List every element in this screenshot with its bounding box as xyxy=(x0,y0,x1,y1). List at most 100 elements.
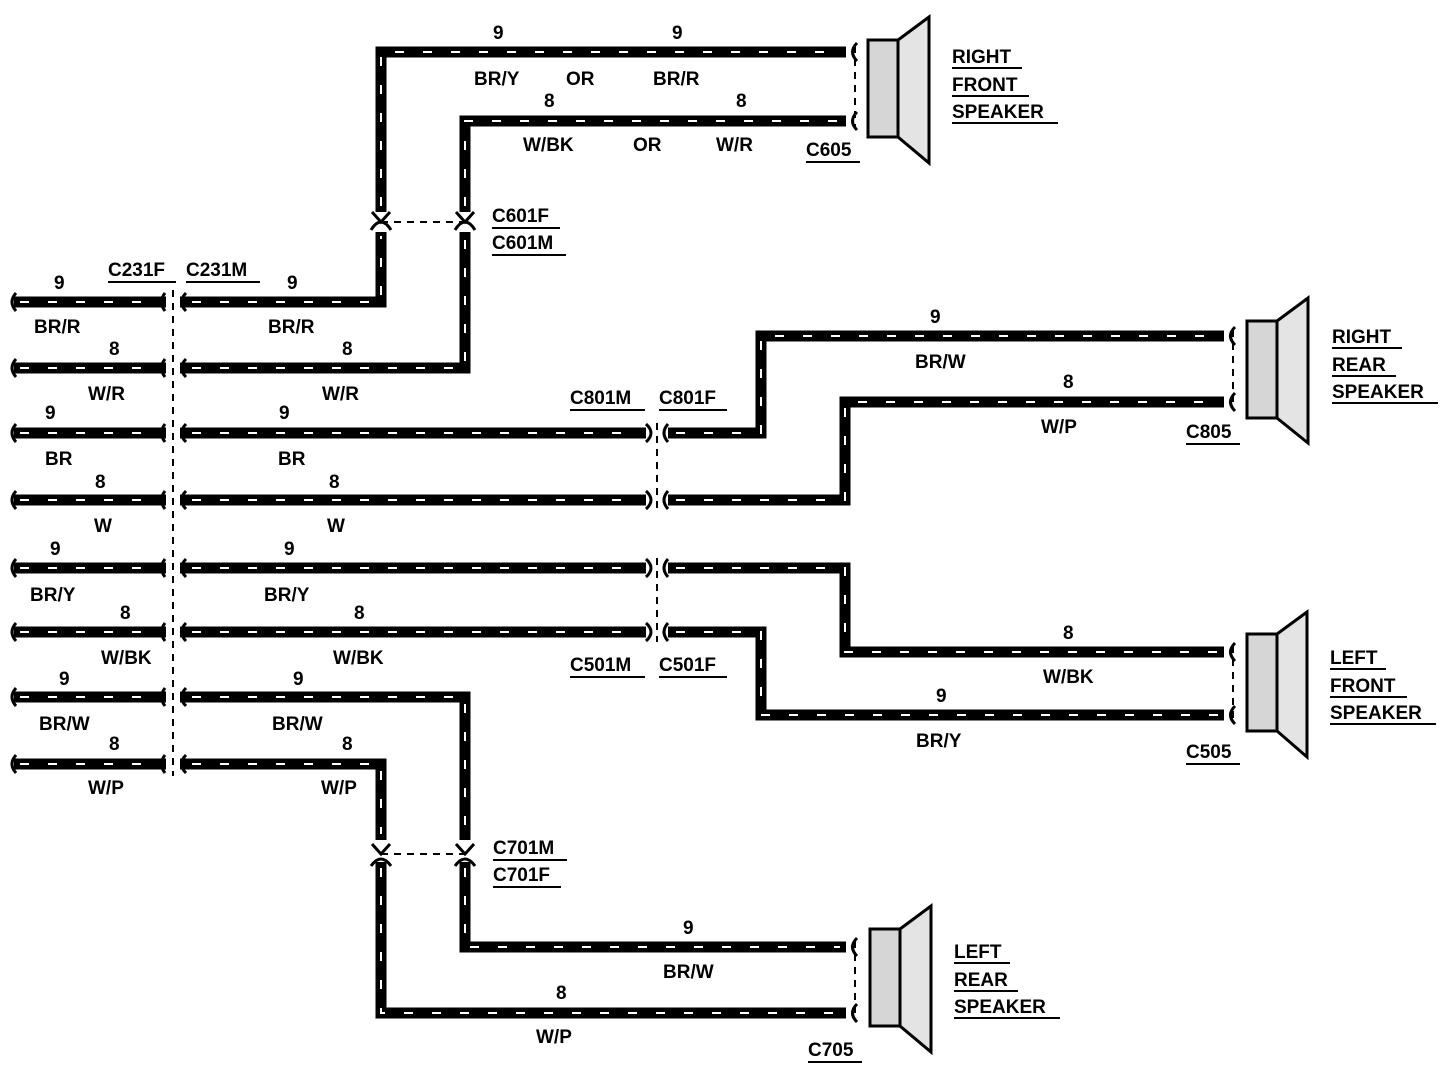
rf-plus-color-a: BR/Y xyxy=(474,69,520,90)
lr-line-2: REAR xyxy=(954,970,1008,991)
harness-row-7-mid-color: BR/W xyxy=(272,714,323,735)
wire-rf-minus-harness xyxy=(180,232,471,374)
harness-row-7-mid-circuit: 9 xyxy=(293,669,304,690)
lf-line-3: SPEAKER xyxy=(1330,703,1422,724)
lf-line-2: FRONT xyxy=(1330,676,1396,697)
harness-row-1-mid-color: BR/R xyxy=(268,317,315,338)
rf-line-3: SPEAKER xyxy=(952,102,1044,123)
connector-c501 xyxy=(644,557,670,643)
rf-line-2: FRONT xyxy=(952,75,1018,96)
connector-labels: C605 C805 C505 C705 C231F C231M C601F C6… xyxy=(108,140,1240,1063)
c231m-label: C231M xyxy=(186,260,247,281)
speaker-right-front-icon xyxy=(866,14,931,167)
connector-c601 xyxy=(369,210,477,231)
rr-minus-circuit: 8 xyxy=(1063,372,1074,393)
wire-rr-minus xyxy=(668,396,1224,506)
speaker-label-left-front: LEFT FRONT SPEAKER xyxy=(1330,648,1436,725)
harness-row-1-left-color: BR/R xyxy=(34,317,81,338)
harness-row-4-left-color: W xyxy=(94,516,112,537)
harness-row-4-left-circuit: 8 xyxy=(95,472,106,493)
c231-male-caps xyxy=(180,291,188,775)
speaker-left-front-icon xyxy=(1245,609,1309,761)
rr-line-1: RIGHT xyxy=(1332,327,1392,348)
lr-line-3: SPEAKER xyxy=(954,997,1046,1018)
harness-row-4-mid-color: W xyxy=(327,516,345,537)
rf-minus-color-a: W/BK xyxy=(523,135,574,156)
connector-c231 xyxy=(160,290,188,776)
connector-c505 xyxy=(1229,641,1237,726)
harness-row-8-mid-circuit: 8 xyxy=(342,734,353,755)
c505-label: C505 xyxy=(1186,742,1232,763)
wire-lr-minus-harness xyxy=(180,758,387,840)
harness-row-5-mid-color: BR/Y xyxy=(264,585,310,606)
rf-plus-circuit-a: 9 xyxy=(493,23,504,44)
speaker-label-right-front: RIGHT FRONT SPEAKER xyxy=(952,47,1058,124)
harness-row-3-mid-color: BR xyxy=(278,449,306,470)
harness-row-5-mid-circuit: 9 xyxy=(284,539,295,560)
wire-rf-plus xyxy=(375,46,846,212)
harness-row-5-left-circuit: 9 xyxy=(50,539,61,560)
c501f-label: C501F xyxy=(659,655,716,676)
rr-line-3: SPEAKER xyxy=(1332,382,1424,403)
c605-label: C605 xyxy=(806,140,852,161)
harness-row-7-left-circuit: 9 xyxy=(59,669,70,690)
harness-row-7-left-color: BR/W xyxy=(39,714,90,735)
connector-c801 xyxy=(644,422,670,511)
lf-wire-labels: 8 W/BK 9 BR/Y xyxy=(916,623,1094,752)
c805-label: C805 xyxy=(1186,422,1232,443)
harness-row-6-mid-circuit: 8 xyxy=(354,603,365,624)
harness-row-8-mid-color: W/P xyxy=(321,778,357,799)
c501m-label: C501M xyxy=(570,655,631,676)
connector-c705 xyxy=(851,936,859,1024)
lr-wire-labels: 9 BR/W 8 W/P xyxy=(536,918,714,1048)
harness-row-2-mid-circuit: 8 xyxy=(342,339,353,360)
c705-label: C705 xyxy=(808,1040,854,1061)
lr-plus-circuit: 9 xyxy=(683,918,694,939)
harness-row-1-left-circuit: 9 xyxy=(54,273,65,294)
harness-row-3-left-circuit: 9 xyxy=(45,403,56,424)
c801f-label: C801F xyxy=(659,388,716,409)
c601f-label: C601F xyxy=(492,206,549,227)
rr-line-2: REAR xyxy=(1332,355,1386,376)
wires xyxy=(14,46,1224,1019)
harness-labels: 9 BR/R 9 BR/R 8 W/R 8 W/R 9 BR 9 BR 8 W … xyxy=(30,273,384,799)
wire-lr-minus xyxy=(375,862,846,1019)
wire-rr-plus xyxy=(668,330,1224,439)
connector-c605 xyxy=(851,41,859,132)
c701f-label: C701F xyxy=(493,865,550,886)
wire-lr-plus xyxy=(459,862,846,953)
lf-plus-circuit: 9 xyxy=(936,686,947,707)
lr-plus-color: BR/W xyxy=(663,962,714,983)
connector-c805 xyxy=(1229,325,1237,413)
harness-row-8-left-circuit: 8 xyxy=(109,734,120,755)
rr-wire-labels: 9 BR/W 8 W/P xyxy=(915,307,1077,438)
harness-row-1-mid-circuit: 9 xyxy=(287,273,298,294)
left-wire-ends xyxy=(10,292,18,774)
speaker-label-left-rear: LEFT REAR SPEAKER xyxy=(954,942,1060,1019)
rf-plus-color-b: OR xyxy=(566,69,595,90)
harness-row-6-left-color: W/BK xyxy=(101,648,152,669)
c801m-label: C801M xyxy=(570,388,631,409)
harness-row-6-mid-color: W/BK xyxy=(333,648,384,669)
wire-rf-plus-harness xyxy=(180,232,387,308)
harness-row-4-mid-circuit: 8 xyxy=(329,472,340,493)
lf-plus-color: BR/Y xyxy=(916,731,962,752)
rf-minus-circuit-b: 8 xyxy=(736,91,747,112)
lf-minus-color: W/BK xyxy=(1043,667,1094,688)
connector-c701 xyxy=(369,842,477,867)
rf-minus-color-c: W/R xyxy=(716,135,753,156)
harness-row-3-mid-circuit: 9 xyxy=(279,403,290,424)
rf-minus-circuit-a: 8 xyxy=(544,91,555,112)
c231f-label: C231F xyxy=(108,260,165,281)
harness-row-2-left-circuit: 8 xyxy=(109,339,120,360)
rf-plus-circuit-b: 9 xyxy=(672,23,683,44)
speaker-left-rear-icon xyxy=(868,903,933,1056)
rf-line-1: RIGHT xyxy=(952,47,1012,68)
c231-female-caps xyxy=(160,292,167,774)
rf-wire-labels: 9 9 BR/Y OR BR/R 8 8 W/BK OR W/R xyxy=(474,23,753,156)
rr-plus-circuit: 9 xyxy=(930,307,941,328)
rf-minus-color-b: OR xyxy=(633,135,662,156)
wire-lf-minus xyxy=(668,562,1224,658)
rr-minus-color: W/P xyxy=(1041,417,1077,438)
